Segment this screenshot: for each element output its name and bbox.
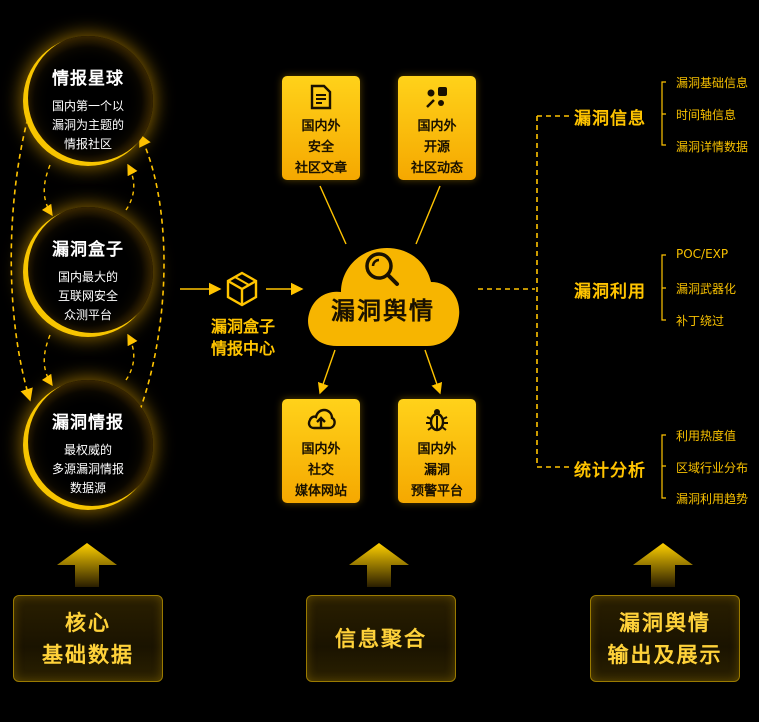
footer-line: 漏洞舆情 (619, 610, 711, 635)
output-vuln-exploit: 漏洞利用 (574, 282, 646, 302)
desc-line: 漏洞为主题的 (51, 118, 124, 132)
footer-line: 基础数据 (42, 642, 134, 667)
leaf: 时间轴信息 (676, 108, 737, 122)
hub-line: 情报中心 (210, 339, 275, 358)
card-line: 开源 (423, 140, 450, 155)
center-cloud (308, 248, 460, 346)
bracket-2 (661, 254, 666, 321)
leaf: 漏洞利用趋势 (676, 492, 749, 506)
desc-line: 多源漏洞情报 (51, 462, 124, 476)
bracket-3 (661, 434, 666, 499)
cloud-upload-icon (282, 401, 360, 439)
node-title: 情报星球 (52, 69, 124, 89)
card-line: 安全 (307, 140, 334, 155)
loop-arc-left (10, 109, 33, 402)
footer-core-data: 核心 基础数据 (13, 595, 163, 682)
node-desc: 国内第一个以 漏洞为主题的 情报社区 (23, 97, 153, 154)
source-card-articles: 国内外 安全 社区文章 (282, 76, 360, 180)
footer-output: 漏洞舆情 输出及展示 (590, 595, 740, 682)
up-arrow-icon (633, 543, 693, 587)
desc-line: 众测平台 (63, 308, 112, 322)
card-line: 预警平台 (410, 484, 463, 499)
card-line: 国内外 (417, 442, 457, 457)
hub-line: 漏洞盒子 (210, 317, 275, 336)
link-card-3 (317, 349, 336, 395)
desc-line: 国内第一个以 (51, 99, 124, 113)
bug-icon (398, 401, 476, 439)
link-card-4 (424, 349, 443, 395)
leaf: 区域行业分布 (676, 461, 749, 475)
card-line: 社区动态 (410, 161, 463, 176)
document-icon (282, 78, 360, 116)
leaf: 漏洞详情数据 (676, 140, 749, 154)
card-line: 国内外 (417, 119, 457, 134)
desc-line: 最权威的 (63, 443, 112, 457)
card-line: 国内外 (301, 119, 341, 134)
node-vuln-box: 漏洞盒子 国内最大的 互联网安全 众测平台 (23, 207, 153, 337)
bracket-1 (661, 81, 666, 146)
node-title: 漏洞情报 (52, 413, 124, 433)
source-card-alerts: 国内外 漏洞 预警平台 (398, 399, 476, 503)
footer-aggregation: 信息聚合 (306, 595, 456, 682)
leaf: POC/EXP (676, 247, 729, 261)
node-vuln-intel: 漏洞情报 最权威的 多源漏洞情报 数据源 (23, 380, 153, 510)
cube-icon (226, 271, 258, 307)
node-desc: 最权威的 多源漏洞情报 数据源 (23, 441, 153, 498)
link-card-2 (415, 185, 441, 245)
output-vuln-info: 漏洞信息 (574, 109, 646, 129)
desc-line: 互联网安全 (57, 289, 118, 303)
card-line: 国内外 (301, 442, 341, 457)
flow-arrow-2 (125, 163, 138, 211)
hub-label: 漏洞盒子 情报中心 (196, 316, 290, 360)
source-card-social: 国内外 社交 媒体网站 (282, 399, 360, 503)
output-stats: 统计分析 (574, 461, 646, 481)
footer-line: 核心 (65, 610, 111, 635)
card-line: 社区文章 (294, 161, 347, 176)
leaf: 补丁绕过 (676, 314, 725, 328)
card-line: 漏洞 (423, 463, 450, 478)
leaf: 利用热度值 (676, 429, 737, 443)
footer-line: 输出及展示 (607, 642, 723, 667)
leaf: 漏洞武器化 (676, 282, 737, 296)
share-icon (398, 78, 476, 116)
node-intel-planet: 情报星球 国内第一个以 漏洞为主题的 情报社区 (23, 36, 153, 166)
flow-arrow-3 (41, 334, 53, 387)
footer-line: 信息聚合 (335, 626, 427, 651)
center-title: 漏洞舆情 (331, 297, 435, 325)
desc-line: 国内最大的 (57, 270, 118, 284)
node-desc: 国内最大的 互联网安全 众测平台 (23, 268, 153, 325)
card-line: 媒体网站 (294, 484, 347, 499)
flow-arrow-1 (41, 164, 53, 217)
leaf: 漏洞基础信息 (676, 76, 749, 90)
link-card-1 (319, 185, 347, 245)
up-arrow-icon (349, 543, 409, 587)
desc-line: 数据源 (69, 481, 106, 495)
up-arrow-icon (57, 543, 117, 587)
flow-arrow-4 (125, 333, 138, 381)
loop-arc-right (139, 133, 165, 411)
desc-line: 情报社区 (63, 137, 112, 151)
node-title: 漏洞盒子 (52, 240, 124, 260)
card-line: 社交 (307, 463, 334, 478)
source-card-opensource: 国内外 开源 社区动态 (398, 76, 476, 180)
